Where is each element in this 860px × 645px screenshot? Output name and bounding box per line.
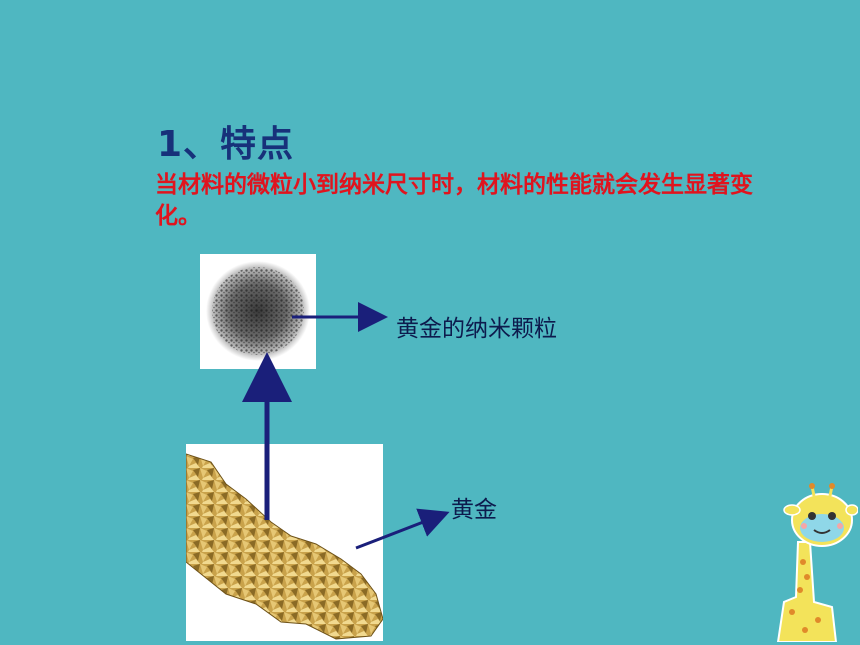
- giraffe-mascot-icon: [776, 483, 858, 642]
- gold-label: 黄金: [451, 497, 497, 523]
- gold-nugget-photo: [185, 444, 384, 641]
- slide-heading: 1、特点: [157, 124, 295, 165]
- nano-particles-label: 黄金的纳米颗粒: [396, 316, 557, 342]
- slide-description: 当材料的微粒小到纳米尺寸时，材料的性能就会发生显著变化。: [155, 172, 753, 229]
- arrow-to-gold-label: [355, 508, 450, 550]
- nanoparticle-image: [206, 261, 310, 361]
- nanoparticle-photo: [200, 254, 316, 369]
- gold-nugget-image: [185, 453, 384, 640]
